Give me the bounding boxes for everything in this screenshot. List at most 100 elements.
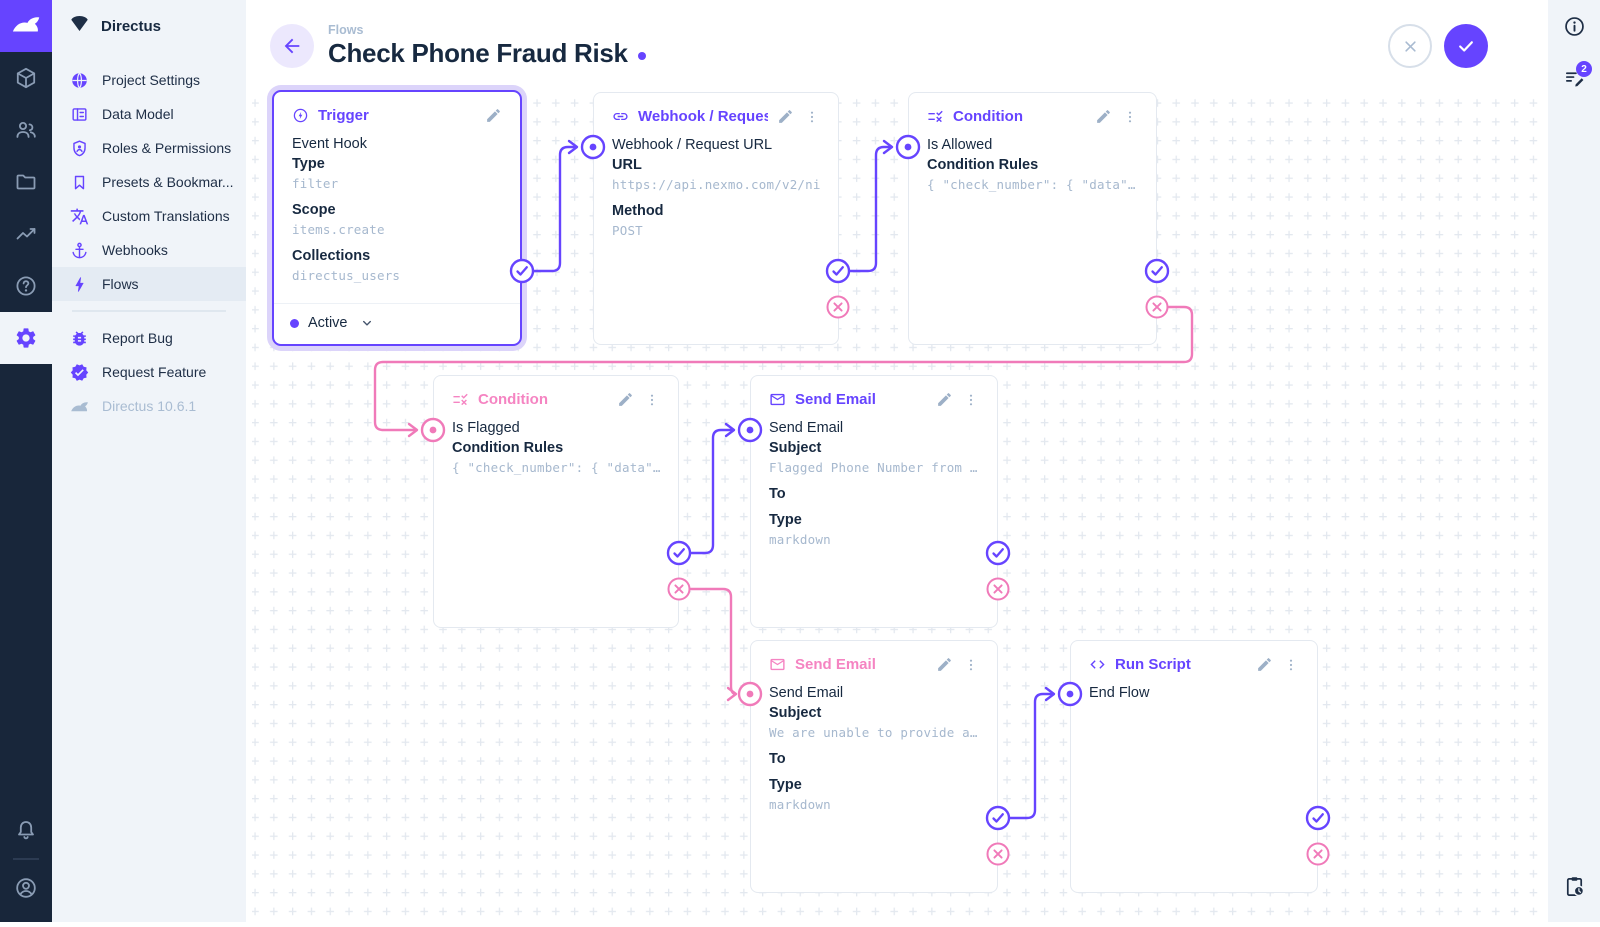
panel-operation-name: Send Email [769, 418, 979, 438]
edit-panel-button[interactable] [617, 391, 634, 408]
trigger-status-dropdown[interactable]: Active [274, 303, 520, 344]
revisions-button[interactable] [1548, 860, 1600, 912]
panel-header: Trigger [274, 92, 520, 124]
panel-menu-button[interactable] [804, 109, 820, 125]
module-docs[interactable] [0, 260, 52, 312]
flow-panel-condition-flagged[interactable]: Condition Is Flagged Condition Rules{ "c… [433, 375, 679, 628]
sidebar-item-project-settings[interactable]: Project Settings [52, 63, 246, 97]
help-icon [14, 274, 38, 298]
info-icon [1563, 15, 1586, 38]
module-settings[interactable] [0, 312, 52, 364]
sidebar-item-label: Presets & Bookmar... [102, 174, 234, 190]
sidebar-item-label: Roles & Permissions [102, 140, 231, 156]
panel-operation-name: Webhook / Request URL [612, 135, 820, 155]
edit-panel-button[interactable] [1256, 656, 1273, 673]
sidebar-item-webhooks[interactable]: Webhooks [52, 233, 246, 267]
flow-panel-webhook[interactable]: Webhook / Request U Webhook / Request UR… [593, 92, 839, 345]
panel-menu-button[interactable] [963, 657, 979, 673]
module-account[interactable] [0, 862, 52, 914]
panel-operation-name: End Flow [1089, 683, 1299, 703]
edit-panel-button[interactable] [936, 656, 953, 673]
module-insights[interactable] [0, 208, 52, 260]
info-button[interactable] [1548, 0, 1600, 52]
panel-type-label: Send Email [795, 391, 876, 408]
module-content[interactable] [0, 52, 52, 104]
sidebar-item-label: Webhooks [102, 242, 168, 258]
panel-menu-button[interactable] [644, 392, 660, 408]
panel-operation-name: Is Flagged [452, 418, 660, 438]
field-label: Condition Rules [452, 438, 660, 458]
activity-log-button[interactable]: 2 [1548, 52, 1600, 104]
sidebar-item-label: Flows [102, 276, 139, 292]
sidebar-item-request-feature[interactable]: Request Feature [52, 355, 246, 389]
sidebar-item-report-bug[interactable]: Report Bug [52, 321, 246, 355]
clipboard-clock-icon [1563, 875, 1586, 898]
sidebar-item-label: Directus 10.6.1 [102, 398, 196, 414]
sidebar-item-label: Request Feature [102, 364, 206, 380]
field-label: Collections [292, 246, 502, 266]
module-files[interactable] [0, 156, 52, 208]
trigger-icon [292, 107, 309, 124]
sidebar-item-custom-translations[interactable]: Custom Translations [52, 199, 246, 233]
sidebar-item-presets-bookmar[interactable]: Presets & Bookmar... [52, 165, 246, 199]
fan-icon [69, 13, 90, 39]
flow-panel-condition-allowed[interactable]: Condition Is Allowed Condition Rules{ "c… [908, 92, 1157, 345]
save-button[interactable] [1444, 24, 1488, 68]
bell-icon [14, 818, 38, 842]
account-icon [14, 876, 38, 900]
back-button[interactable] [270, 24, 314, 68]
breadcrumb: Flows [328, 23, 646, 37]
field-label: Subject [769, 703, 979, 723]
panel-type-label: Webhook / Request U [638, 108, 768, 125]
field-label: Scope [292, 200, 502, 220]
shield-icon [70, 139, 89, 158]
sidebar-item-roles-permissions[interactable]: Roles & Permissions [52, 131, 246, 165]
panel-menu-button[interactable] [963, 392, 979, 408]
module-notifications[interactable] [0, 804, 52, 856]
panel-field: Condition Rules{ "check_number": { "data… [927, 155, 1138, 195]
condition-icon [927, 108, 944, 125]
field-value: { "check_number": { "data"… [927, 175, 1138, 195]
field-value: filter [292, 174, 502, 194]
project-name: Directus [101, 18, 161, 35]
field-value: items.create [292, 220, 502, 240]
edit-panel-button[interactable] [777, 108, 794, 125]
link-icon [612, 108, 629, 125]
panel-operation-name: Send Email [769, 683, 979, 703]
cancel-button[interactable] [1388, 24, 1432, 68]
chevron-down-icon [359, 315, 375, 331]
sidebar-item-data-model[interactable]: Data Model [52, 97, 246, 131]
field-label: Condition Rules [927, 155, 1138, 175]
sidebar-item-label: Data Model [102, 106, 174, 122]
panel-menu-button[interactable] [1283, 657, 1299, 673]
panel-type-label: Send Email [795, 656, 876, 673]
sidebar-item-directus-10-6-1: Directus 10.6.1 [52, 389, 246, 423]
directus-logo[interactable] [0, 0, 52, 52]
project-header[interactable]: Directus [52, 0, 246, 52]
bookmark-icon [70, 173, 89, 192]
module-users[interactable] [0, 104, 52, 156]
edit-panel-button[interactable] [485, 107, 502, 124]
page-title: Check Phone Fraud Risk [328, 38, 628, 69]
right-sidebar: 2 [1548, 0, 1600, 922]
field-value: Flagged Phone Number from … [769, 458, 979, 478]
module-bar-divider [13, 858, 39, 860]
edit-panel-button[interactable] [1095, 108, 1112, 125]
sidebar-item-flows[interactable]: Flows [52, 267, 246, 301]
field-label: URL [612, 155, 820, 175]
panel-menu-button[interactable] [1122, 109, 1138, 125]
flow-panel-run-script[interactable]: Run Script End Flow [1070, 640, 1318, 893]
insights-icon [14, 222, 38, 246]
sidebar-item-label: Project Settings [102, 72, 200, 88]
field-value: We are unable to provide a… [769, 723, 979, 743]
edit-panel-button[interactable] [936, 391, 953, 408]
